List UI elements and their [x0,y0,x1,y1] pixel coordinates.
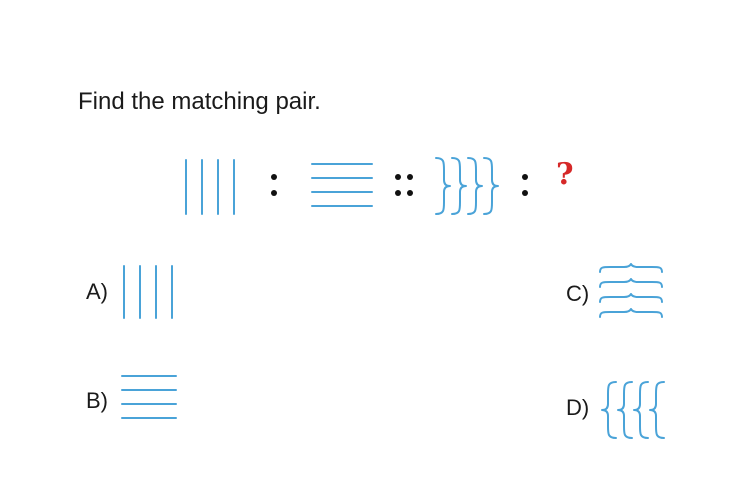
option-label: A) [86,279,108,304]
stroke-group [601,381,665,439]
option-label: C) [566,281,590,306]
ratio-colon [521,172,529,200]
option-c-horizontal-braces-figure [599,263,663,318]
term-horizontal-lines-figure [311,163,373,207]
stroke-group [599,263,663,318]
stroke-group [311,163,373,207]
question-text: Find the matching pair. [78,88,321,115]
term-vertical-lines-figure [185,159,235,215]
stroke-group [435,157,499,215]
option-label: D) [566,395,590,420]
term-right-braces-figure [435,157,499,215]
option-d-left-braces-figure [601,381,665,439]
analogy-double-colon [393,172,419,200]
stroke-group [123,265,173,319]
option-a-vertical-lines-figure [123,265,173,319]
unknown-question-mark: ? [556,157,574,192]
option-label: B) [86,388,108,413]
option-b-horizontal-lines-figure [121,375,177,419]
ratio-colon [270,172,278,200]
stroke-group [121,375,177,419]
stroke-group [185,159,235,215]
